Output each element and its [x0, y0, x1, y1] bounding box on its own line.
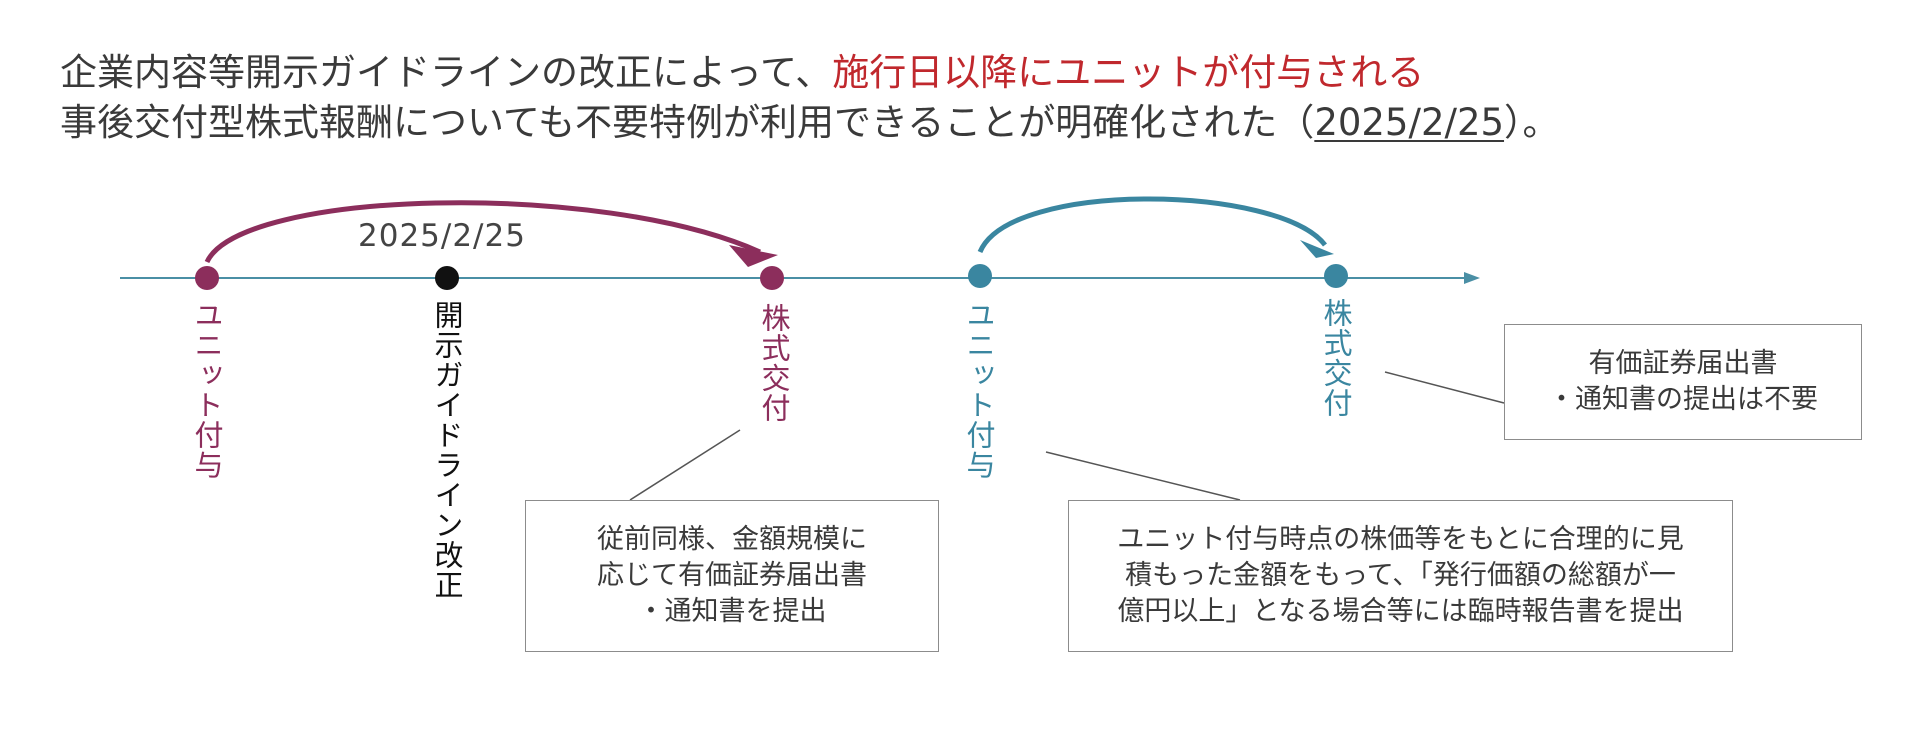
leader-line-not-required [1384, 371, 1505, 404]
point-unit-grant-after [968, 264, 992, 288]
curved-arrow-after [977, 196, 1327, 254]
leader-line-before [629, 429, 741, 501]
label-guideline-revision: 開示ガイドライン改正 [430, 300, 464, 600]
label-unit-grant-after: ユニット付与 [962, 300, 996, 480]
timeline-axis-arrowhead [1464, 272, 1480, 284]
point-share-delivery-after [1324, 264, 1348, 288]
leader-line-unit-grant [1045, 451, 1241, 501]
headline: 企業内容等開示ガイドラインの改正によって、施行日以降にユニットが付与される 事後… [60, 48, 1560, 148]
headline-line-1: 企業内容等開示ガイドラインの改正によって、施行日以降にユニットが付与される [60, 48, 1560, 98]
note-box-before: 従前同様、金額規模に 応じて有価証券届出書 ・通知書を提出 [525, 500, 939, 652]
note-box-temporary-report: ユニット付与時点の株価等をもとに合理的に見 積もった金額をもって、「発行価額の総… [1068, 500, 1733, 652]
curved-arrow-after-head [1300, 240, 1334, 258]
headline-highlight: 施行日以降にユニットが付与される [832, 51, 1425, 94]
revision-date-label: 2025/2/25 [358, 218, 526, 254]
label-unit-grant-before: ユニット付与 [190, 300, 224, 480]
headline-line2-before: 事後交付型株式報酬についても不要特例が利用できることが明確化された（ [60, 101, 1315, 144]
headline-date: 2025/2/25 [1314, 101, 1505, 144]
point-guideline-revision [435, 266, 459, 290]
headline-line-2: 事後交付型株式報酬についても不要特例が利用できることが明確化された（2025/2… [60, 98, 1560, 148]
headline-line1-plain: 企業内容等開示ガイドラインの改正によって、 [60, 51, 833, 94]
label-share-delivery-after: 株式交付 [1319, 298, 1353, 418]
point-share-delivery-before [760, 266, 784, 290]
note-box-not-required: 有価証券届出書 ・通知書の提出は不要 [1504, 324, 1862, 440]
point-unit-grant-before [195, 266, 219, 290]
label-share-delivery-before: 株式交付 [757, 303, 791, 423]
headline-line2-after: ）。 [1504, 101, 1560, 144]
curved-arrow-before-head [729, 245, 778, 267]
curved-arrow-before [204, 200, 762, 264]
